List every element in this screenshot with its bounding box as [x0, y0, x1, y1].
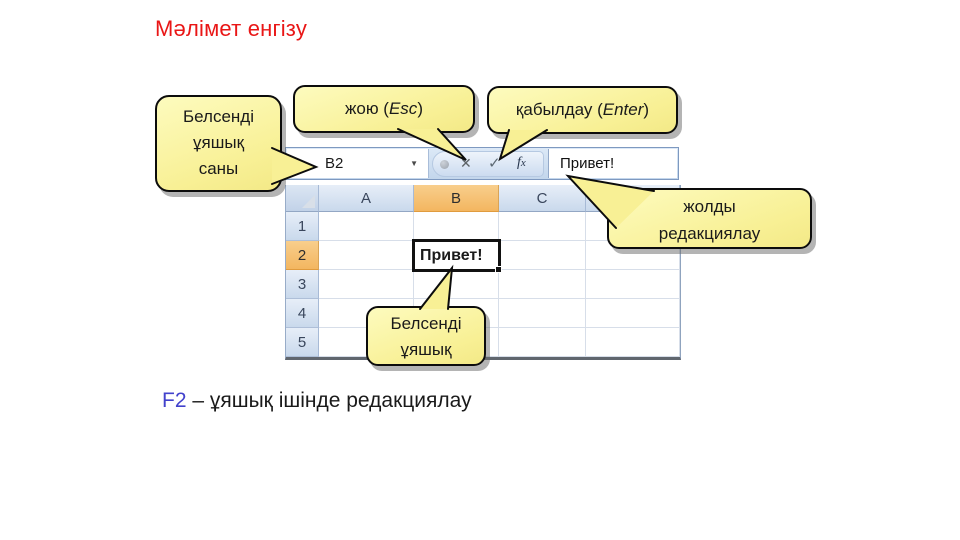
cell-c2[interactable]: [499, 241, 586, 270]
callout-accept-prefix: қабылдау (: [515, 100, 603, 119]
callout-edit-line: жолды редакциялау: [607, 188, 812, 249]
callout-active-cell: Белсенді ұяшық: [366, 306, 486, 366]
worksheet-grid: A B C 1 2 3: [285, 185, 681, 360]
row-header-1[interactable]: 1: [286, 212, 319, 241]
column-header-a[interactable]: A: [319, 185, 414, 212]
formula-button-group: ✕ ✓ fx: [432, 151, 544, 177]
column-header-b[interactable]: B: [414, 185, 499, 212]
callout-accept-enter: қабылдау (Enter): [487, 86, 678, 134]
cell-c4[interactable]: [499, 299, 586, 328]
grid-row-3: 3: [286, 270, 680, 299]
fx-f: f: [517, 155, 521, 170]
row-header-2[interactable]: 2: [286, 241, 319, 270]
insert-function-icon[interactable]: fx: [517, 155, 526, 171]
cancel-icon[interactable]: ✕: [460, 155, 472, 171]
enter-check-icon[interactable]: ✓: [488, 155, 501, 172]
formula-input[interactable]: Привет!: [548, 149, 677, 178]
callout-accept-key: Enter: [602, 100, 644, 119]
select-all-corner[interactable]: [286, 185, 319, 212]
active-cell-b2[interactable]: Привет!: [412, 239, 502, 273]
caption-f2-key: F2: [162, 389, 187, 412]
callout-cancel-esc: жою (Esc): [293, 85, 475, 133]
caption-rest: – ұяшық ішінде редакциялау: [186, 389, 472, 412]
callout-accept-suffix: ): [643, 100, 650, 119]
fill-handle[interactable]: [495, 266, 502, 273]
active-cell-text: Привет!: [420, 246, 483, 264]
splitter-dot-icon[interactable]: [440, 160, 449, 169]
name-box-value: B2: [325, 155, 344, 172]
callout-cancel-prefix: жою (: [345, 99, 389, 118]
cell-d5[interactable]: [586, 328, 680, 357]
callout-cancel-key: Esc: [388, 99, 418, 118]
cell-a1[interactable]: [319, 212, 414, 241]
callout-cancel-suffix: ): [417, 99, 423, 118]
row-header-4[interactable]: 4: [286, 299, 319, 328]
caption: F2 – ұяшық ішінде редакциялау: [162, 389, 472, 413]
excel-screenshot: B2 ▼ ✕ ✓ fx Привет! A B C 1: [285, 147, 681, 360]
select-all-triangle-icon: [302, 195, 315, 208]
cell-c1[interactable]: [499, 212, 586, 241]
row-header-3[interactable]: 3: [286, 270, 319, 299]
cell-b3[interactable]: [414, 270, 499, 299]
formula-text: Привет!: [560, 155, 615, 172]
cell-a2[interactable]: [319, 241, 414, 270]
column-header-c[interactable]: C: [499, 185, 586, 212]
fx-x: x: [520, 157, 526, 169]
chevron-down-icon[interactable]: ▼: [410, 158, 418, 168]
cell-d4[interactable]: [586, 299, 680, 328]
callout-active-cell-reference: Белсенді ұяшық саны: [155, 95, 282, 192]
formula-bar: B2 ▼ ✕ ✓ fx Привет!: [285, 147, 679, 180]
cell-b1[interactable]: [414, 212, 499, 241]
cell-c5[interactable]: [499, 328, 586, 357]
cell-d3[interactable]: [586, 270, 680, 299]
slide-title: Мәлімет енгізу: [155, 16, 308, 41]
cell-a3[interactable]: [319, 270, 414, 299]
cell-c3[interactable]: [499, 270, 586, 299]
name-box[interactable]: B2 ▼: [287, 149, 429, 178]
row-header-5[interactable]: 5: [286, 328, 319, 357]
